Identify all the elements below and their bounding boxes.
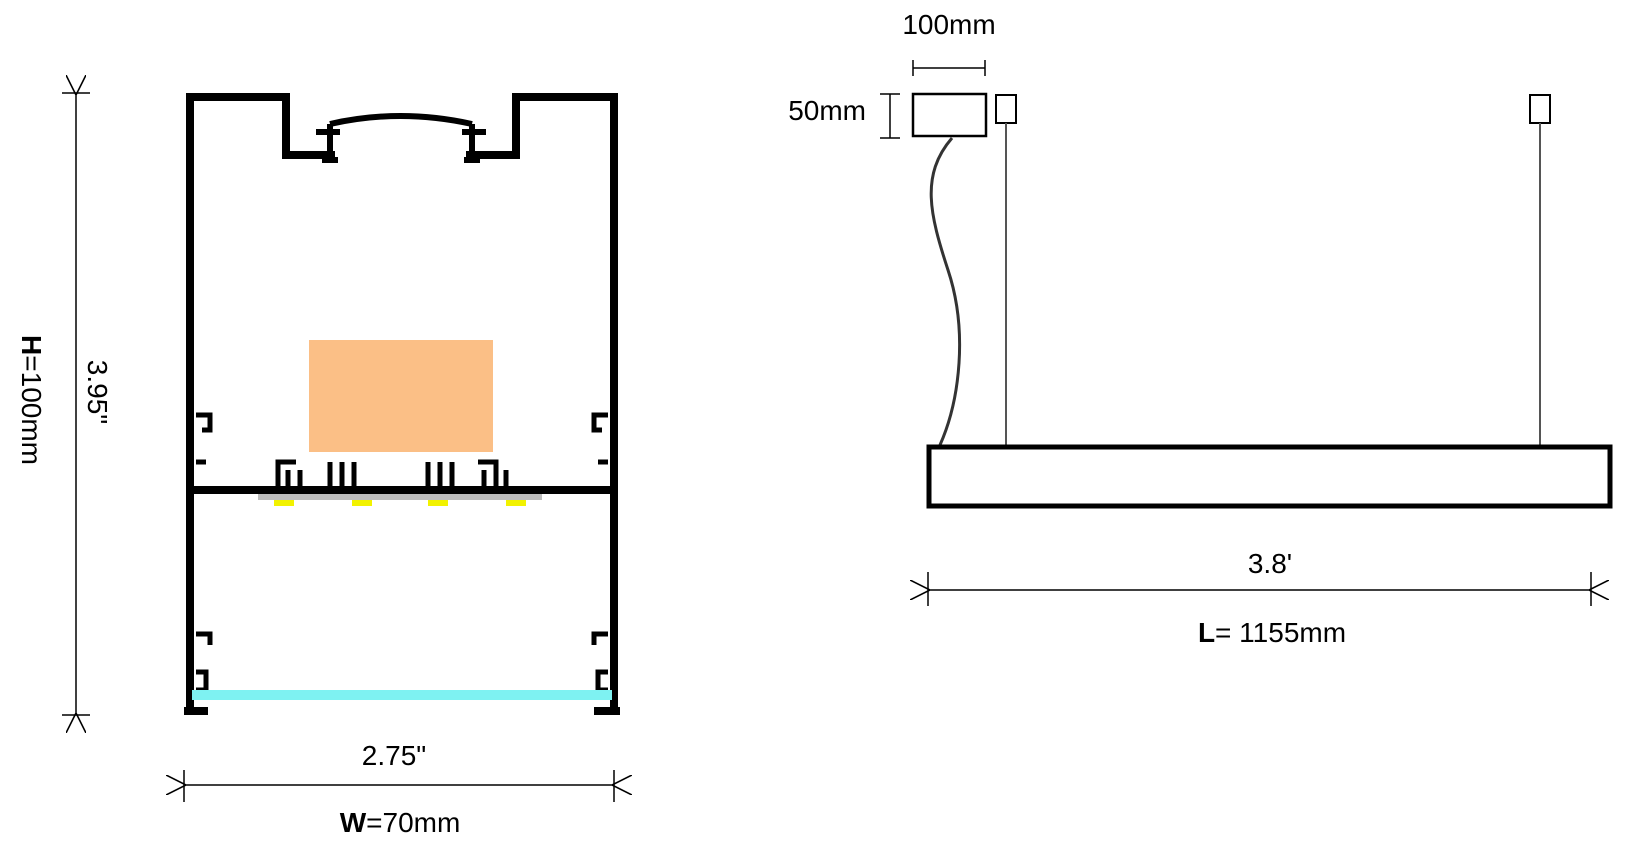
led-chips	[274, 500, 526, 506]
mounting-clip	[316, 113, 486, 163]
height-label-inches: 3.95"	[82, 360, 113, 424]
width-label: W=70mm	[340, 807, 461, 838]
section-view: H=100mm 3.95"	[16, 93, 620, 838]
length-dimension: 3.8' L= 1155mm	[928, 548, 1591, 648]
left-slot-lower	[196, 631, 213, 693]
width-dimension: 2.75" W=70mm	[184, 740, 614, 838]
led-chip	[506, 500, 526, 506]
right-slot-upper	[591, 412, 608, 433]
led-chip	[428, 500, 448, 506]
driver-box	[911, 92, 988, 138]
right-slot-lower	[591, 631, 608, 693]
clip-left-hook	[316, 124, 340, 163]
ceiling-canopy-right	[1529, 94, 1551, 124]
clip-arc	[329, 113, 473, 127]
height-dimension: H=100mm 3.95"	[16, 93, 113, 715]
fastener-2	[327, 462, 357, 490]
length-label-feet: 3.8'	[1248, 548, 1292, 579]
left-slot-upper	[196, 412, 213, 433]
height-label: H=100mm	[16, 335, 47, 465]
driver-width-dimension	[912, 60, 986, 76]
width-label-inches: 2.75"	[362, 740, 426, 771]
clip-right-hook	[462, 124, 486, 163]
driver-height-dimension	[880, 93, 900, 139]
power-cable	[929, 137, 962, 446]
pendant-view: 100mm 50mm 3.8' L= 1155mm	[788, 9, 1613, 648]
profile-left-wall	[186, 93, 335, 715]
led-chip	[274, 500, 294, 506]
fastener-4	[478, 459, 509, 490]
linear-fixture-body	[926, 444, 1613, 509]
length-label: L= 1155mm	[1198, 617, 1346, 648]
led-fasteners	[275, 459, 509, 490]
ceiling-canopy-left	[995, 94, 1017, 124]
diffuser	[192, 690, 612, 700]
driver-height-label: 50mm	[788, 95, 866, 126]
profile-right-wall	[466, 93, 618, 715]
fastener-3	[425, 462, 455, 490]
aluminum-profile	[184, 93, 620, 715]
driver-block	[309, 340, 493, 452]
driver-width-label: 100mm	[902, 9, 995, 40]
led-board	[258, 494, 542, 500]
side-slots	[196, 412, 608, 693]
fastener-1	[275, 459, 303, 490]
led-chip	[352, 500, 372, 506]
